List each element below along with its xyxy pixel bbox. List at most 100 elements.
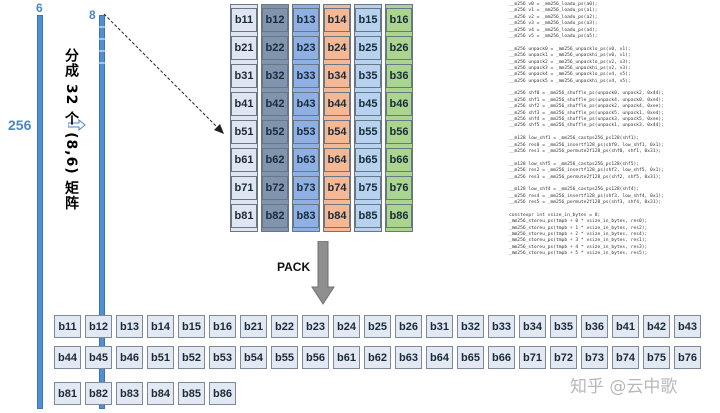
zoom-arrow <box>103 13 224 134</box>
code-line: _mm256_storeu_ps(tmpb + 1 * vsize_in_byt… <box>509 225 648 231</box>
matrix-cell: b26 <box>386 36 412 60</box>
matrix-cell: b83 <box>293 204 319 228</box>
matrix-cell: b82 <box>262 204 288 228</box>
matrix-cell: b73 <box>293 176 319 200</box>
inner-cols-label: 8 <box>89 8 96 22</box>
rows-label: 256 <box>8 117 32 133</box>
code-line: __m256 shf5 = _mm256_shuffle_ps(unpack1,… <box>509 123 664 129</box>
packed-cell: b41 <box>612 315 639 338</box>
code-line: __m256 v5 = _mm256_loadu_ps(a5); <box>509 33 598 39</box>
code-line: __m256 shf4 = _mm256_shuffle_ps(unpack3,… <box>509 117 664 123</box>
code-line: __m256 unpack4 = _mm256_unpacklo_ps(v4, … <box>509 72 631 78</box>
code-line: _mm256_storeu_ps(tmpb + 5 * vsize_in_byt… <box>509 251 648 257</box>
code-line: __m256 unpack5 = _mm256_unpackhi_ps(v4, … <box>509 78 631 84</box>
code-line: _mm256_storeu_ps(tmpb + 3 * vsize_in_byt… <box>509 238 648 244</box>
matrix-cell: b14 <box>324 8 350 32</box>
packed-cell: b64 <box>426 346 453 369</box>
code-line: __m256 res3 = _mm256_permute2f128_ps(shf… <box>509 174 662 180</box>
packed-cell: b71 <box>519 346 546 369</box>
code-line: __m256 unpack1 = _mm256_unpackhi_ps(v0, … <box>509 53 631 59</box>
matrix-cell: b71 <box>231 176 257 200</box>
code-line: constexpr int vsize_in_bytes = 8; <box>509 212 601 218</box>
matrix-cell: b36 <box>386 64 412 88</box>
outer-cols-label: 6 <box>36 1 43 15</box>
matrix-cell: b51 <box>231 120 257 144</box>
packed-cell: b21 <box>240 315 267 338</box>
packed-cell: b84 <box>147 382 174 405</box>
packed-cell: b73 <box>581 346 608 369</box>
code-line: __m256 shf3 = _mm256_shuffle_ps(unpack5,… <box>509 110 664 116</box>
matrix-cell: b62 <box>262 148 288 172</box>
matrix-cell: b22 <box>262 36 288 60</box>
matrix-cell: b34 <box>324 64 350 88</box>
matrix-cell: b86 <box>386 204 412 228</box>
watermark: 知乎 @云中歌 <box>570 377 678 397</box>
matrix-cell: b15 <box>355 8 381 32</box>
packed-cell: b23 <box>302 315 329 338</box>
code-line: __m256 shf1 = _mm256_shuffle_ps(unpack4,… <box>509 97 664 103</box>
matrix-cell: b21 <box>231 36 257 60</box>
code-line: __m256 unpack0 = _mm256_unpacklo_ps(v0, … <box>509 46 631 52</box>
code-line: __m256 res2 = _mm256_insertf128_ps(shf2,… <box>509 168 664 174</box>
packed-cell: b55 <box>271 346 298 369</box>
packed-cell: b56 <box>302 346 329 369</box>
code-block: __m256 v0 = _mm256_loadu_ps(a0);__m256 v… <box>509 2 719 258</box>
matrix-cell: b44 <box>324 92 350 116</box>
matrix-cell: b64 <box>324 148 350 172</box>
code-line: __m256 unpack2 = _mm256_unpacklo_ps(v2, … <box>509 59 631 65</box>
packed-cell: b26 <box>395 315 422 338</box>
packed-cell: b12 <box>85 315 112 338</box>
packed-cell: b43 <box>674 315 701 338</box>
matrix-cell: b25 <box>355 36 381 60</box>
code-line: __m128 low_shf5 = _mm256_castps256_ps128… <box>509 161 639 167</box>
packed-cell: b33 <box>488 315 515 338</box>
packed-cell: b44 <box>54 346 81 369</box>
packed-cell: b62 <box>364 346 391 369</box>
matrix-cell: b12 <box>262 8 288 32</box>
packed-cell: b63 <box>395 346 422 369</box>
matrix-cell: b52 <box>262 120 288 144</box>
code-line: __m256 v2 = _mm256_loadu_ps(a2); <box>509 14 598 20</box>
matrix-cell: b23 <box>293 36 319 60</box>
code-line: __m256 res0 = _mm256_insertf128_ps(shf0,… <box>509 142 664 148</box>
packed-cell: b61 <box>333 346 360 369</box>
code-line: _mm256_storeu_ps(tmpb + 0 * vsize_in_byt… <box>509 219 648 225</box>
pack-label: PACK <box>277 260 311 274</box>
packed-cell: b51 <box>147 346 174 369</box>
matrix-cell: b72 <box>262 176 288 200</box>
packed-cell: b85 <box>178 382 205 405</box>
code-line: __m128 low_shf1 = _mm256_castps256_ps128… <box>509 136 639 142</box>
packed-cell: b32 <box>457 315 484 338</box>
matrix-cell: b74 <box>324 176 350 200</box>
matrix-cell: b16 <box>386 8 412 32</box>
matrix-cell: b43 <box>293 92 319 116</box>
packed-cell: b82 <box>85 382 112 405</box>
packed-cell: b86 <box>209 382 236 405</box>
packed-cell: b75 <box>643 346 670 369</box>
code-line: __m256 res5 = _mm256_permute2f128_ps(shf… <box>509 200 662 206</box>
code-line: __m256 shf0 = _mm256_shuffle_ps(unpack0,… <box>509 91 664 97</box>
packed-cell: b65 <box>457 346 484 369</box>
packed-cell: b24 <box>333 315 360 338</box>
packed-cell: b52 <box>178 346 205 369</box>
matrix-cell: b46 <box>386 92 412 116</box>
packed-cell: b66 <box>488 346 515 369</box>
matrix-cell: b35 <box>355 64 381 88</box>
packed-cell: b46 <box>116 346 143 369</box>
down-arrow-icon <box>311 241 335 305</box>
packed-cell: b16 <box>209 315 236 338</box>
matrix-cell: b81 <box>231 204 257 228</box>
code-line: __m256 res1 = _mm256_permute2f128_ps(shf… <box>509 148 662 154</box>
matrix-cell: b13 <box>293 8 319 32</box>
split-arrow-icon <box>68 119 86 131</box>
matrix-cell: b54 <box>324 120 350 144</box>
packed-cell: b42 <box>643 315 670 338</box>
packed-cell: b35 <box>550 315 577 338</box>
packed-cell: b53 <box>209 346 236 369</box>
matrix-cell: b55 <box>355 120 381 144</box>
matrix-cell: b75 <box>355 176 381 200</box>
packed-cell: b11 <box>54 315 81 338</box>
segmented-matrix-bar <box>99 15 105 409</box>
code-line: _mm256_storeu_ps(tmpb + 4 * vsize_in_byt… <box>509 244 648 250</box>
packed-cell: b31 <box>426 315 453 338</box>
